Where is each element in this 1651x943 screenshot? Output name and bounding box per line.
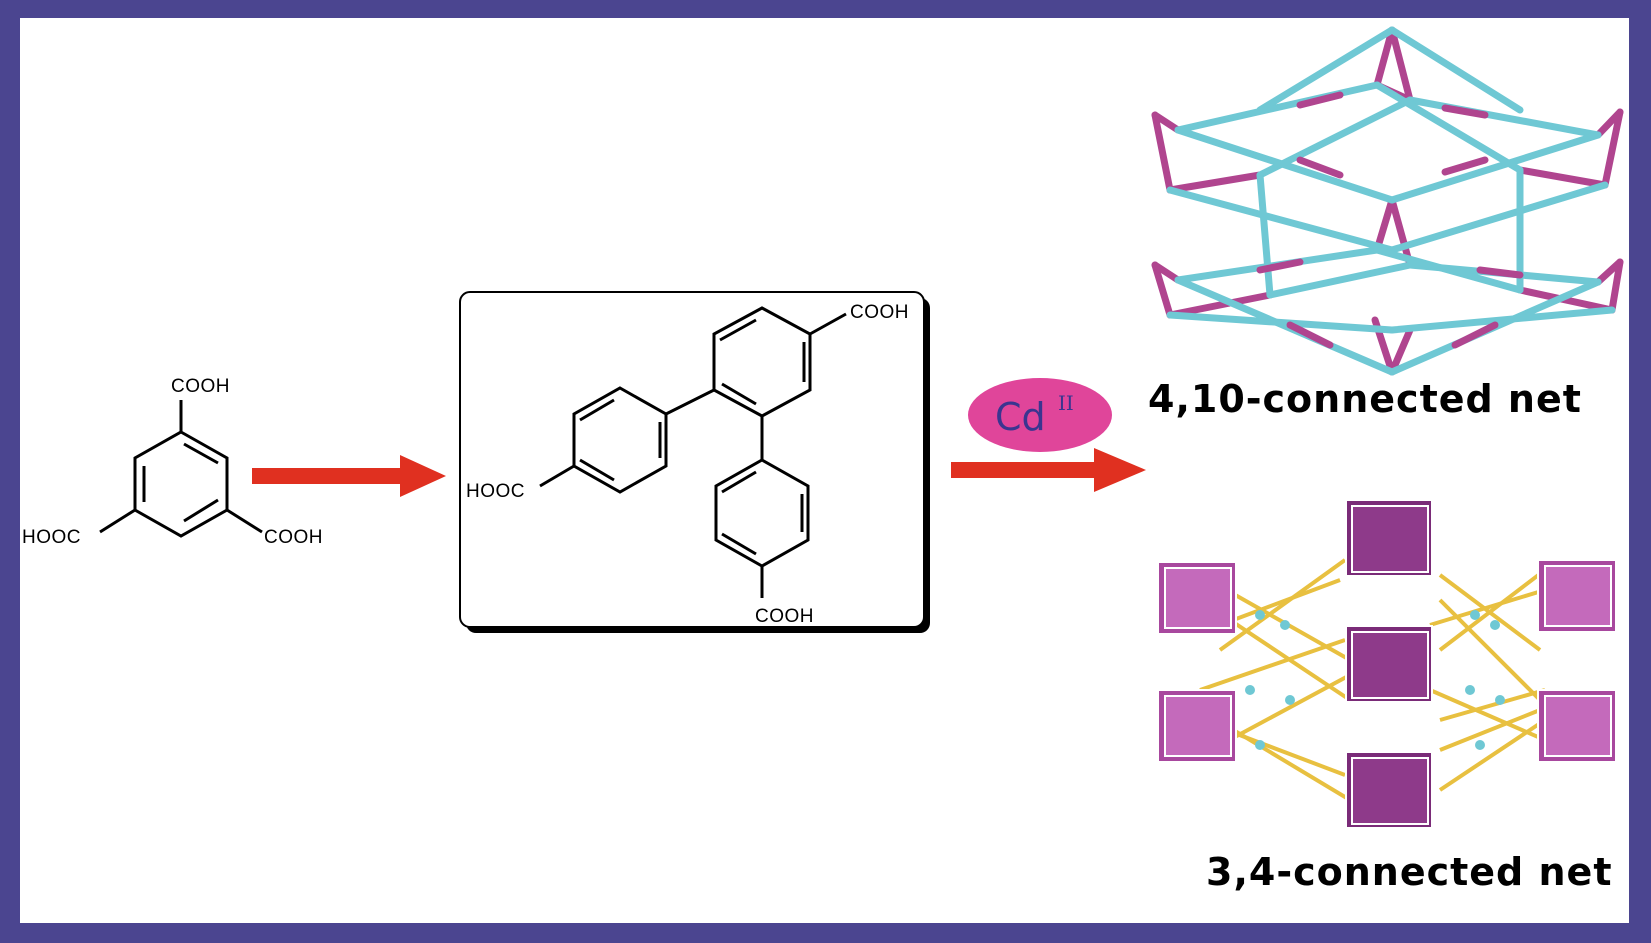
btc-left-group: HOOC	[22, 527, 81, 548]
ligand-left-group: HOOC	[466, 481, 525, 502]
btc-right-group: COOH	[264, 527, 323, 548]
cd-badge: Cd II	[968, 378, 1112, 452]
reaction-arrow-1	[252, 455, 446, 497]
ligand-top-right-group: COOH	[850, 302, 909, 323]
cd-metal-label: Cd	[995, 395, 1046, 439]
btc-top-group: COOH	[171, 376, 230, 397]
ligand-molecule	[539, 306, 847, 598]
reaction-arrow-2	[951, 448, 1146, 492]
btc-molecule	[99, 400, 263, 538]
net-4-10-label: 4,10-connected net	[1148, 377, 1582, 421]
net-4-10-illustration	[1151, 26, 1624, 376]
cd-oxidation-state: II	[1058, 391, 1074, 415]
net-3-4-label: 3,4-connected net	[1206, 850, 1612, 894]
ligand-bottom-group: COOH	[755, 606, 814, 627]
ligand-box	[459, 291, 930, 633]
net-3-4-illustration	[1157, 499, 1617, 829]
